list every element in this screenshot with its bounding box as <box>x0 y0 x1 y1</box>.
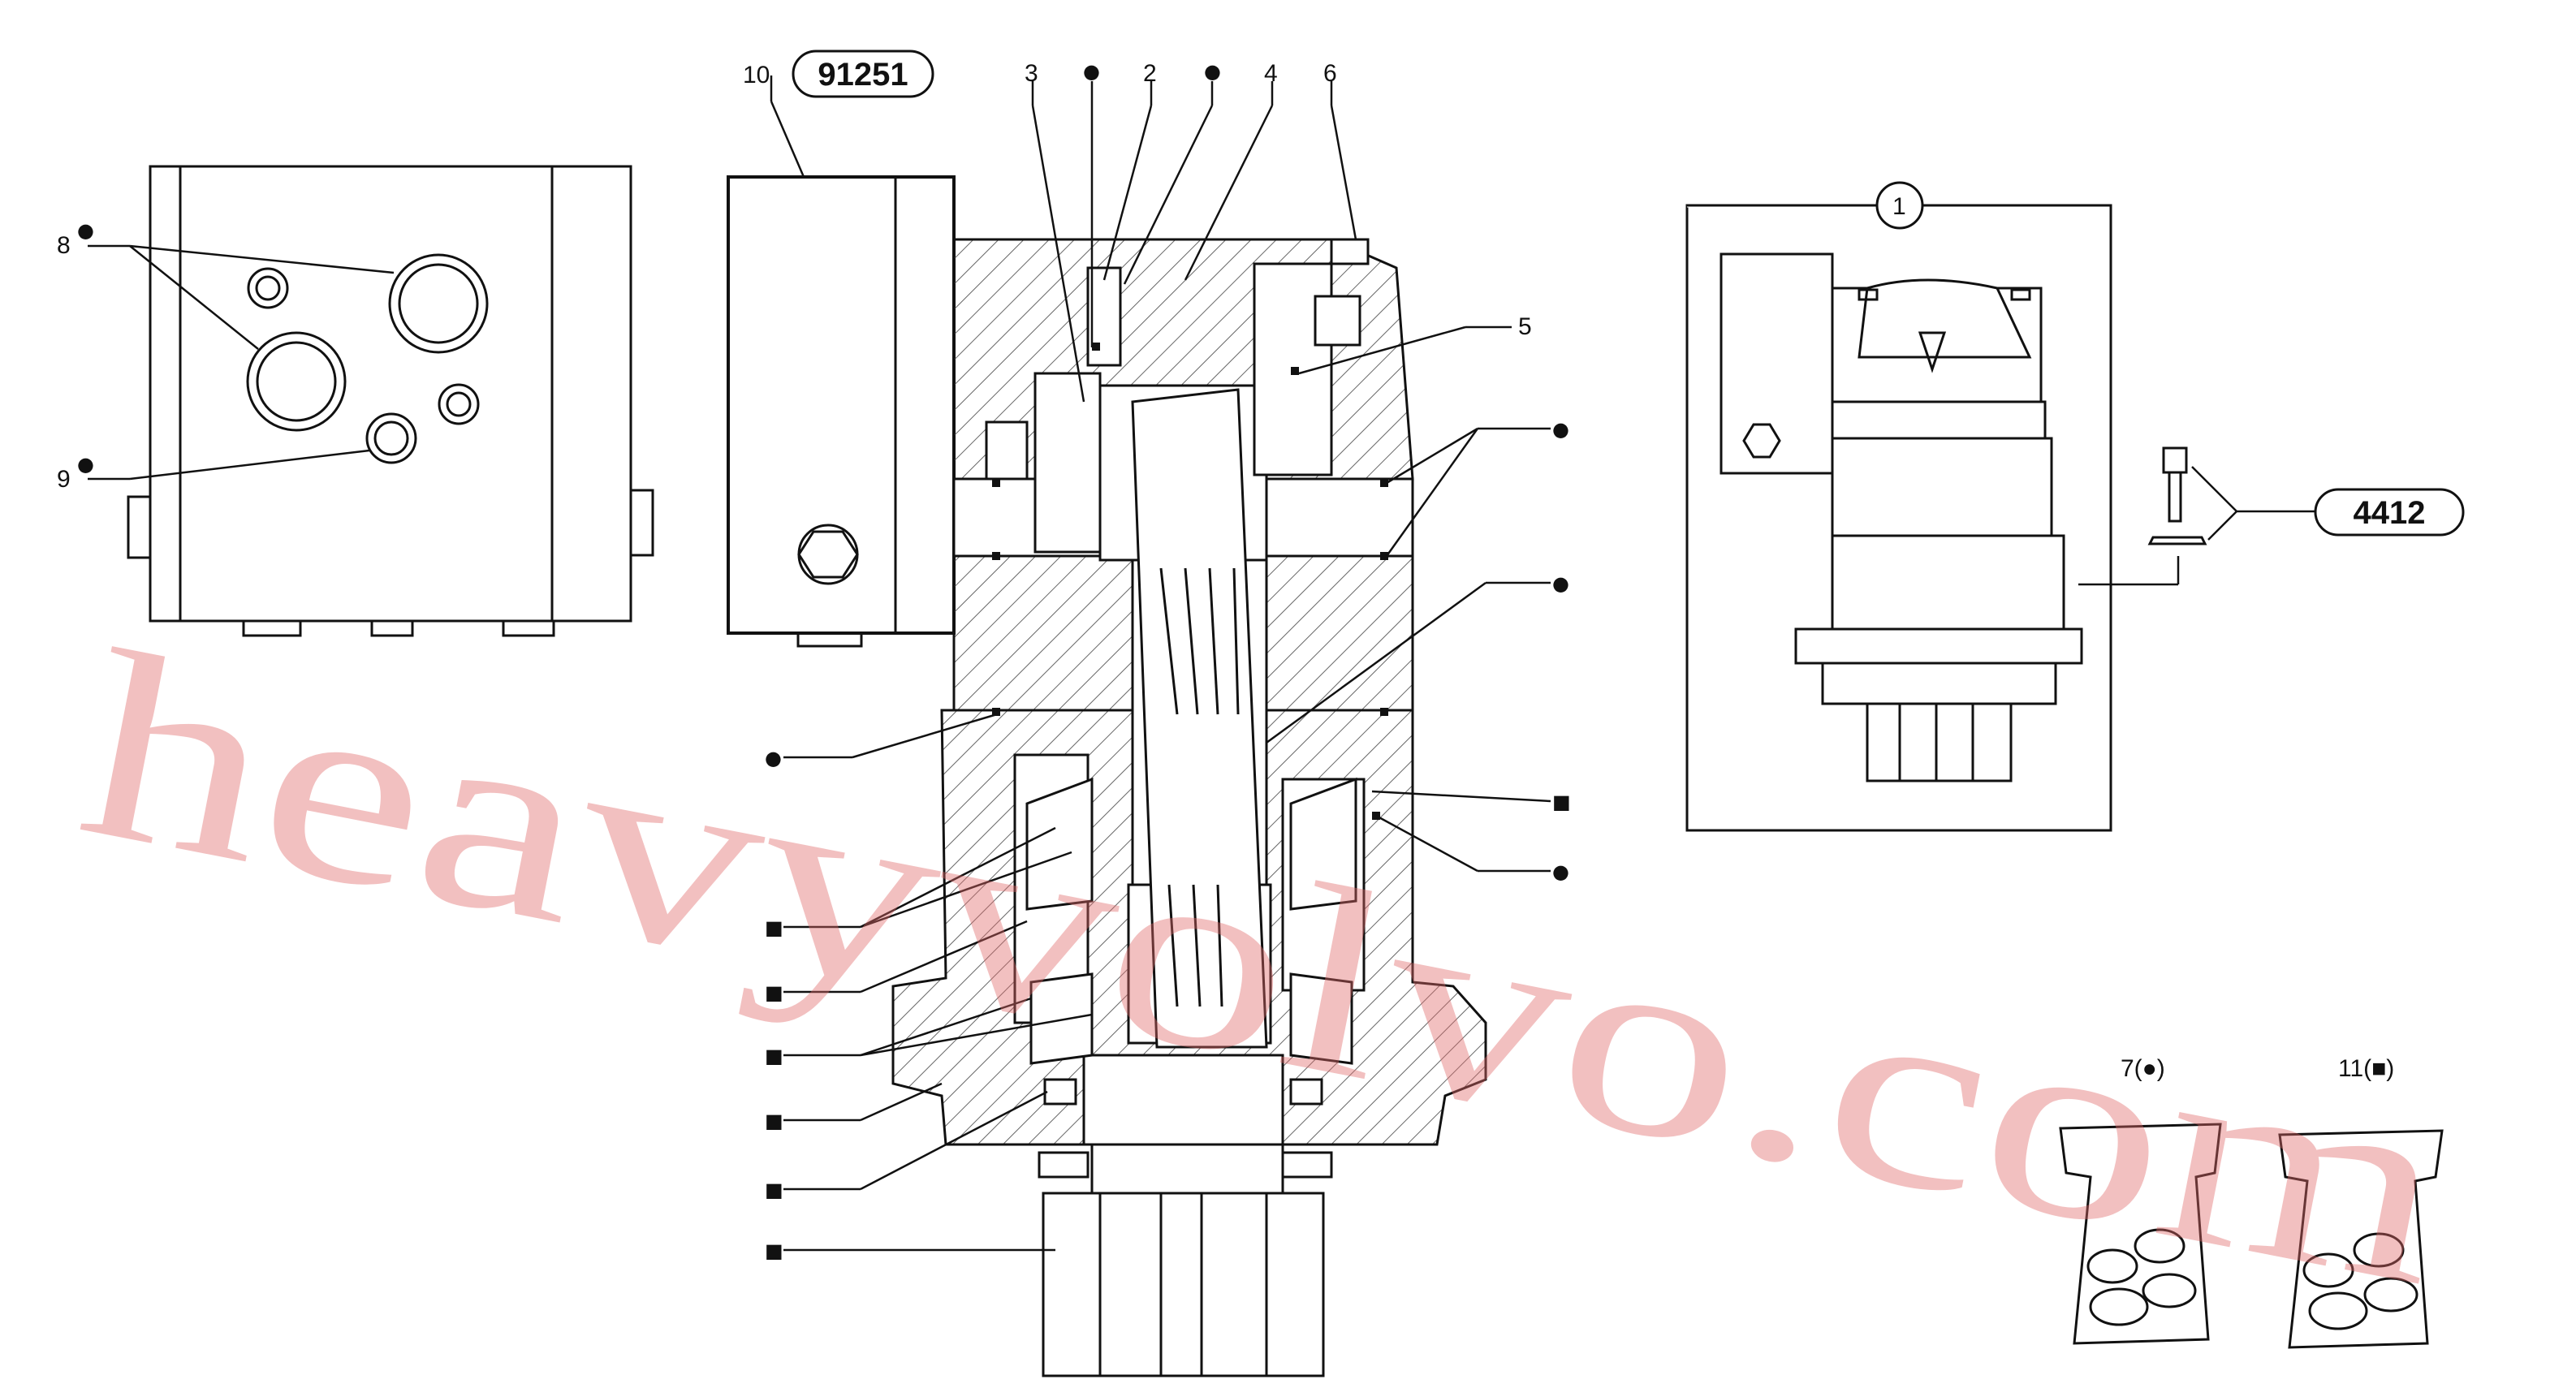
seal-kit-pill: 91251 <box>792 50 934 98</box>
top-leaders <box>1031 81 1512 403</box>
valve-block-view <box>127 165 654 637</box>
square-symbol-right-3: ■ <box>1552 791 1571 813</box>
dot-symbol-left-1: ● <box>765 747 782 769</box>
motor-cross-section <box>891 238 1487 1377</box>
dot-symbol-right-2: ● <box>1552 572 1569 595</box>
square-symbol-left-7: ■ <box>765 1239 783 1262</box>
right-leaders <box>1266 427 1551 873</box>
callout-9: 9 <box>57 466 71 493</box>
assembled-motor-panel <box>1685 181 2112 832</box>
square-symbol-left-4: ■ <box>765 1045 783 1067</box>
callout-11-bag: 11(■) <box>2338 1055 2394 1082</box>
dot-symbol-top-a: ● <box>1083 60 1100 83</box>
square-symbol-left-5: ■ <box>765 1110 783 1132</box>
screw-and-washer <box>2147 446 2207 545</box>
square-symbol-left-2: ■ <box>765 916 783 939</box>
bag-part-7 <box>2059 1123 2222 1345</box>
valve-block-leaders <box>88 244 395 481</box>
screw-kit-ref: 4412 <box>2354 495 2426 531</box>
callout-4: 4 <box>1264 60 1278 87</box>
callout-7-bag: 7(●) <box>2121 1055 2165 1082</box>
dot-symbol-9: ● <box>77 453 94 476</box>
callout-8: 8 <box>57 232 71 259</box>
cover-block-part-10 <box>727 175 956 648</box>
dot-symbol-right-1: ● <box>1552 418 1569 441</box>
dot-symbol-right-4: ● <box>1552 860 1569 883</box>
callout-1: 1 <box>1892 193 1906 220</box>
screw-kit-pill: 4412 <box>2314 488 2465 537</box>
callout-2: 2 <box>1143 60 1157 87</box>
square-symbol-left-6: ■ <box>765 1179 783 1201</box>
bag-part-11 <box>2278 1129 2444 1349</box>
dot-symbol-top-b: ● <box>1204 60 1221 83</box>
callout-6: 6 <box>1323 60 1337 87</box>
callout-3: 3 <box>1025 60 1038 87</box>
seal-kit-ref: 91251 <box>818 57 908 93</box>
left-leaders <box>783 713 1093 1252</box>
square-symbol-left-3: ■ <box>765 981 783 1004</box>
dot-symbol-8: ● <box>77 219 94 242</box>
callout-5: 5 <box>1518 313 1532 340</box>
callout-10: 10 <box>743 62 770 88</box>
